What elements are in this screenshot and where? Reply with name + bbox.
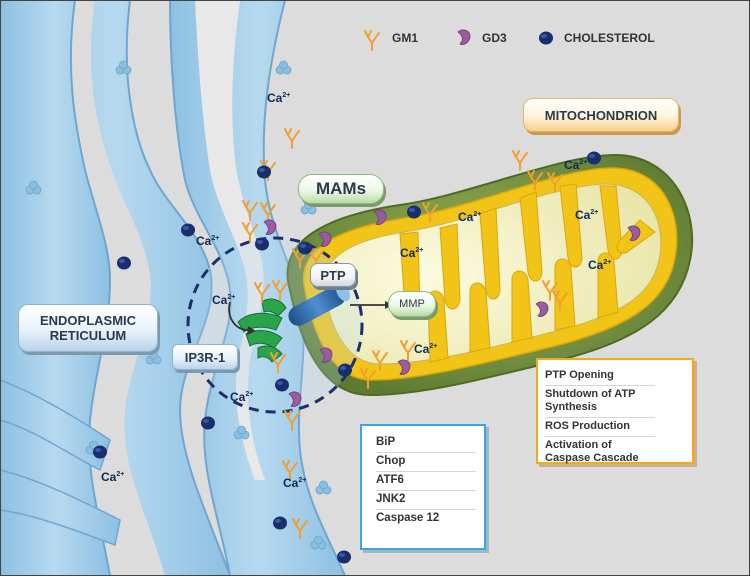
calcium-label: Ca2+ bbox=[400, 246, 424, 260]
mito-effect-item: PTP Opening bbox=[545, 367, 655, 386]
er-label-line2: RETICULUM bbox=[49, 328, 127, 343]
ip3r-label: IP3R-1 bbox=[172, 344, 238, 370]
er-stress-item: BiP bbox=[376, 434, 476, 453]
calcium-label: Ca2+ bbox=[575, 208, 599, 222]
er-label-line1: ENDOPLASMIC bbox=[39, 313, 137, 328]
calcium-label: Ca2+ bbox=[283, 476, 307, 490]
ptp-label: PTP bbox=[310, 263, 356, 287]
er-stress-item: ATF6 bbox=[376, 472, 476, 491]
legend-gm1-label: GM1 bbox=[392, 31, 419, 45]
legend-gd3-label: GD3 bbox=[482, 31, 507, 45]
calcium-label: Ca2+ bbox=[101, 470, 125, 484]
calcium-label: Ca2+ bbox=[267, 91, 291, 105]
calcium-flow-arrow bbox=[228, 301, 249, 331]
er-membrane bbox=[0, 0, 347, 576]
mitochondrion bbox=[286, 153, 694, 397]
calcium-label: Ca2+ bbox=[414, 342, 438, 356]
er-stress-item: JNK2 bbox=[376, 491, 476, 510]
mito-effect-item: Activation of Caspase Cascade bbox=[545, 439, 639, 464]
mito-effect-item: Shutdown of ATP Synthesis bbox=[545, 386, 655, 418]
mams-label: MAMs bbox=[298, 174, 384, 204]
er-stress-item: Chop bbox=[376, 453, 476, 472]
calcium-label: Ca2+ bbox=[196, 234, 220, 248]
er-stress-box: BiP Chop ATF6 JNK2 Caspase 12 bbox=[360, 424, 486, 550]
er-label: ENDOPLASMIC RETICULUM bbox=[18, 304, 158, 352]
calcium-label: Ca2+ bbox=[564, 158, 588, 172]
calcium-label: Ca2+ bbox=[212, 293, 236, 307]
legend-cholesterol: CHOLESTEROL bbox=[564, 31, 655, 45]
cholesterol-icon bbox=[539, 31, 553, 45]
calcium-label: Ca2+ bbox=[458, 210, 482, 224]
er-stress-list: BiP Chop ATF6 JNK2 Caspase 12 bbox=[376, 434, 476, 528]
mito-effects-list: PTP Opening Shutdown of ATP Synthesis RO… bbox=[545, 367, 655, 468]
er-stress-item: Caspase 12 bbox=[376, 512, 440, 524]
calcium-label: Ca2+ bbox=[230, 390, 254, 404]
ptp-channel bbox=[288, 282, 351, 326]
mito-effect-item: ROS Production bbox=[545, 418, 655, 437]
mitochondrion-label: MITOCHONDRION bbox=[523, 98, 679, 132]
legend-gm1: GM1 bbox=[392, 31, 418, 45]
legend-cholesterol-label: CHOLESTEROL bbox=[564, 31, 655, 45]
legend-gd3: GD3 bbox=[482, 31, 507, 45]
calcium-label: Ca2+ bbox=[588, 258, 612, 272]
mmp-label: MMP bbox=[388, 291, 436, 317]
mito-effects-box: PTP Opening Shutdown of ATP Synthesis RO… bbox=[536, 358, 694, 464]
